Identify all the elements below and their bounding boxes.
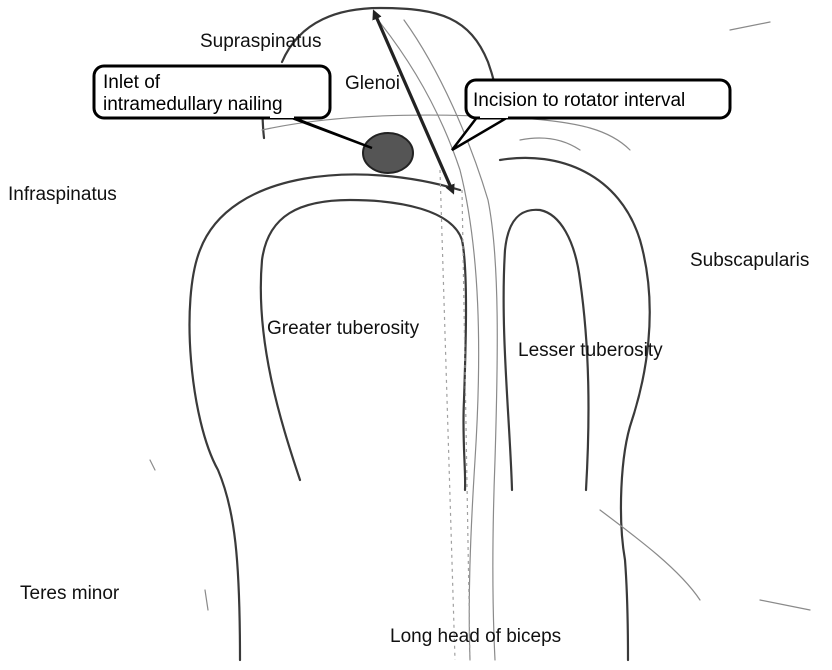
label-supraspinatus: Supraspinatus [200,31,321,52]
inlet-callout-line1: Inlet of [103,72,161,93]
label-long-head-biceps: Long head of biceps [390,626,561,647]
label-infraspinatus: Infraspinatus [8,184,117,205]
label-subscapularis: Subscapularis [690,250,809,271]
inlet-marker [363,133,413,173]
fragment-right-2 [730,22,770,30]
right-arm-outer-contour [500,158,650,660]
fragment-left-2 [205,590,208,610]
fragment-right-3 [760,600,810,610]
label-lesser-tuberosity: Lesser tuberosity [518,340,663,361]
fragment-inner-1 [520,138,580,150]
label-teres-minor: Teres minor [20,583,120,604]
label-glenoid: Glenoi [345,73,400,94]
left-arm-outer-contour [190,174,460,660]
faint-axis-line-2 [440,170,455,660]
incision-callout-text: Incision to rotator interval [473,90,685,111]
incision-callout-pointer [452,116,510,150]
greater-tuberosity-contour [261,200,466,490]
inlet-callout-line2: intramedullary nailing [103,94,283,115]
fragment-right-1 [600,510,700,600]
label-greater-tuberosity: Greater tuberosity [267,318,420,339]
fragment-left-1 [150,460,155,470]
